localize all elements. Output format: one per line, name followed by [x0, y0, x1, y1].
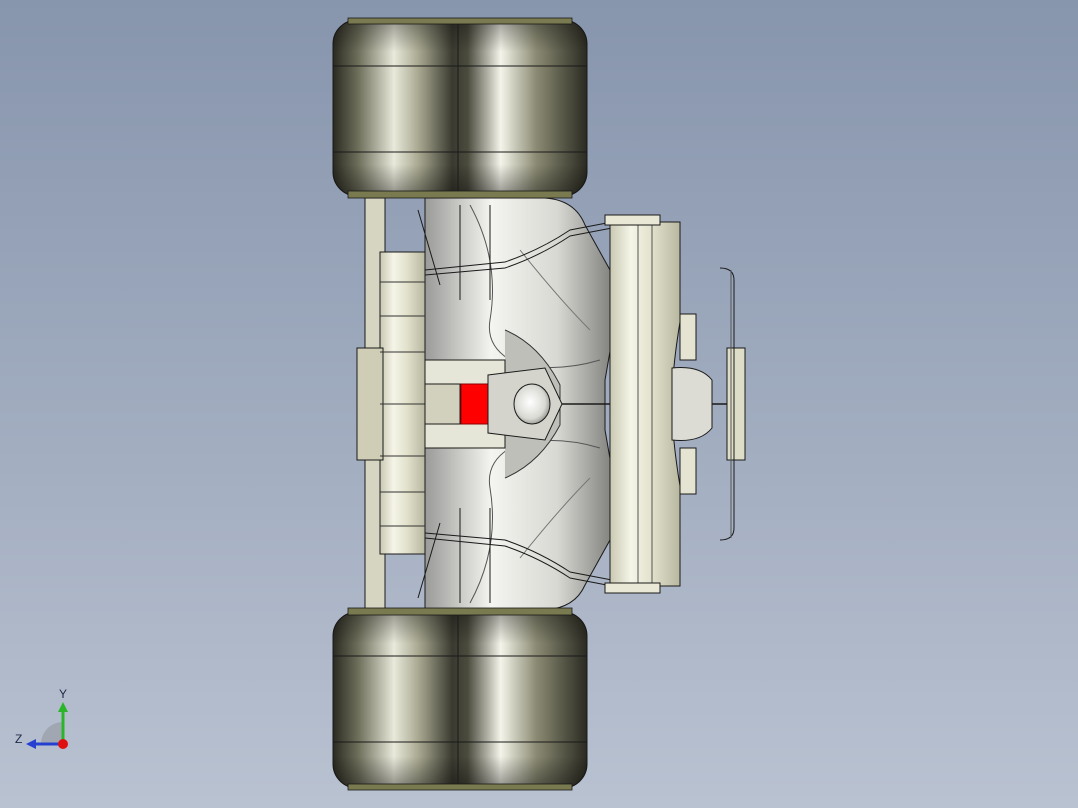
x-axis-point — [58, 739, 68, 749]
y-axis-label: Y — [59, 687, 68, 701]
orientation-triad[interactable]: Y Z — [10, 684, 80, 754]
differential-housing[interactable] — [487, 367, 735, 441]
z-axis-label: Z — [15, 732, 23, 746]
rear-tire-right[interactable] — [332, 607, 588, 791]
rear-wing[interactable] — [604, 214, 713, 594]
rear-tire-left[interactable] — [332, 17, 588, 199]
suspension-links[interactable] — [417, 205, 613, 603]
triad-icon — [26, 702, 68, 749]
rear-endplate[interactable] — [719, 267, 746, 541]
